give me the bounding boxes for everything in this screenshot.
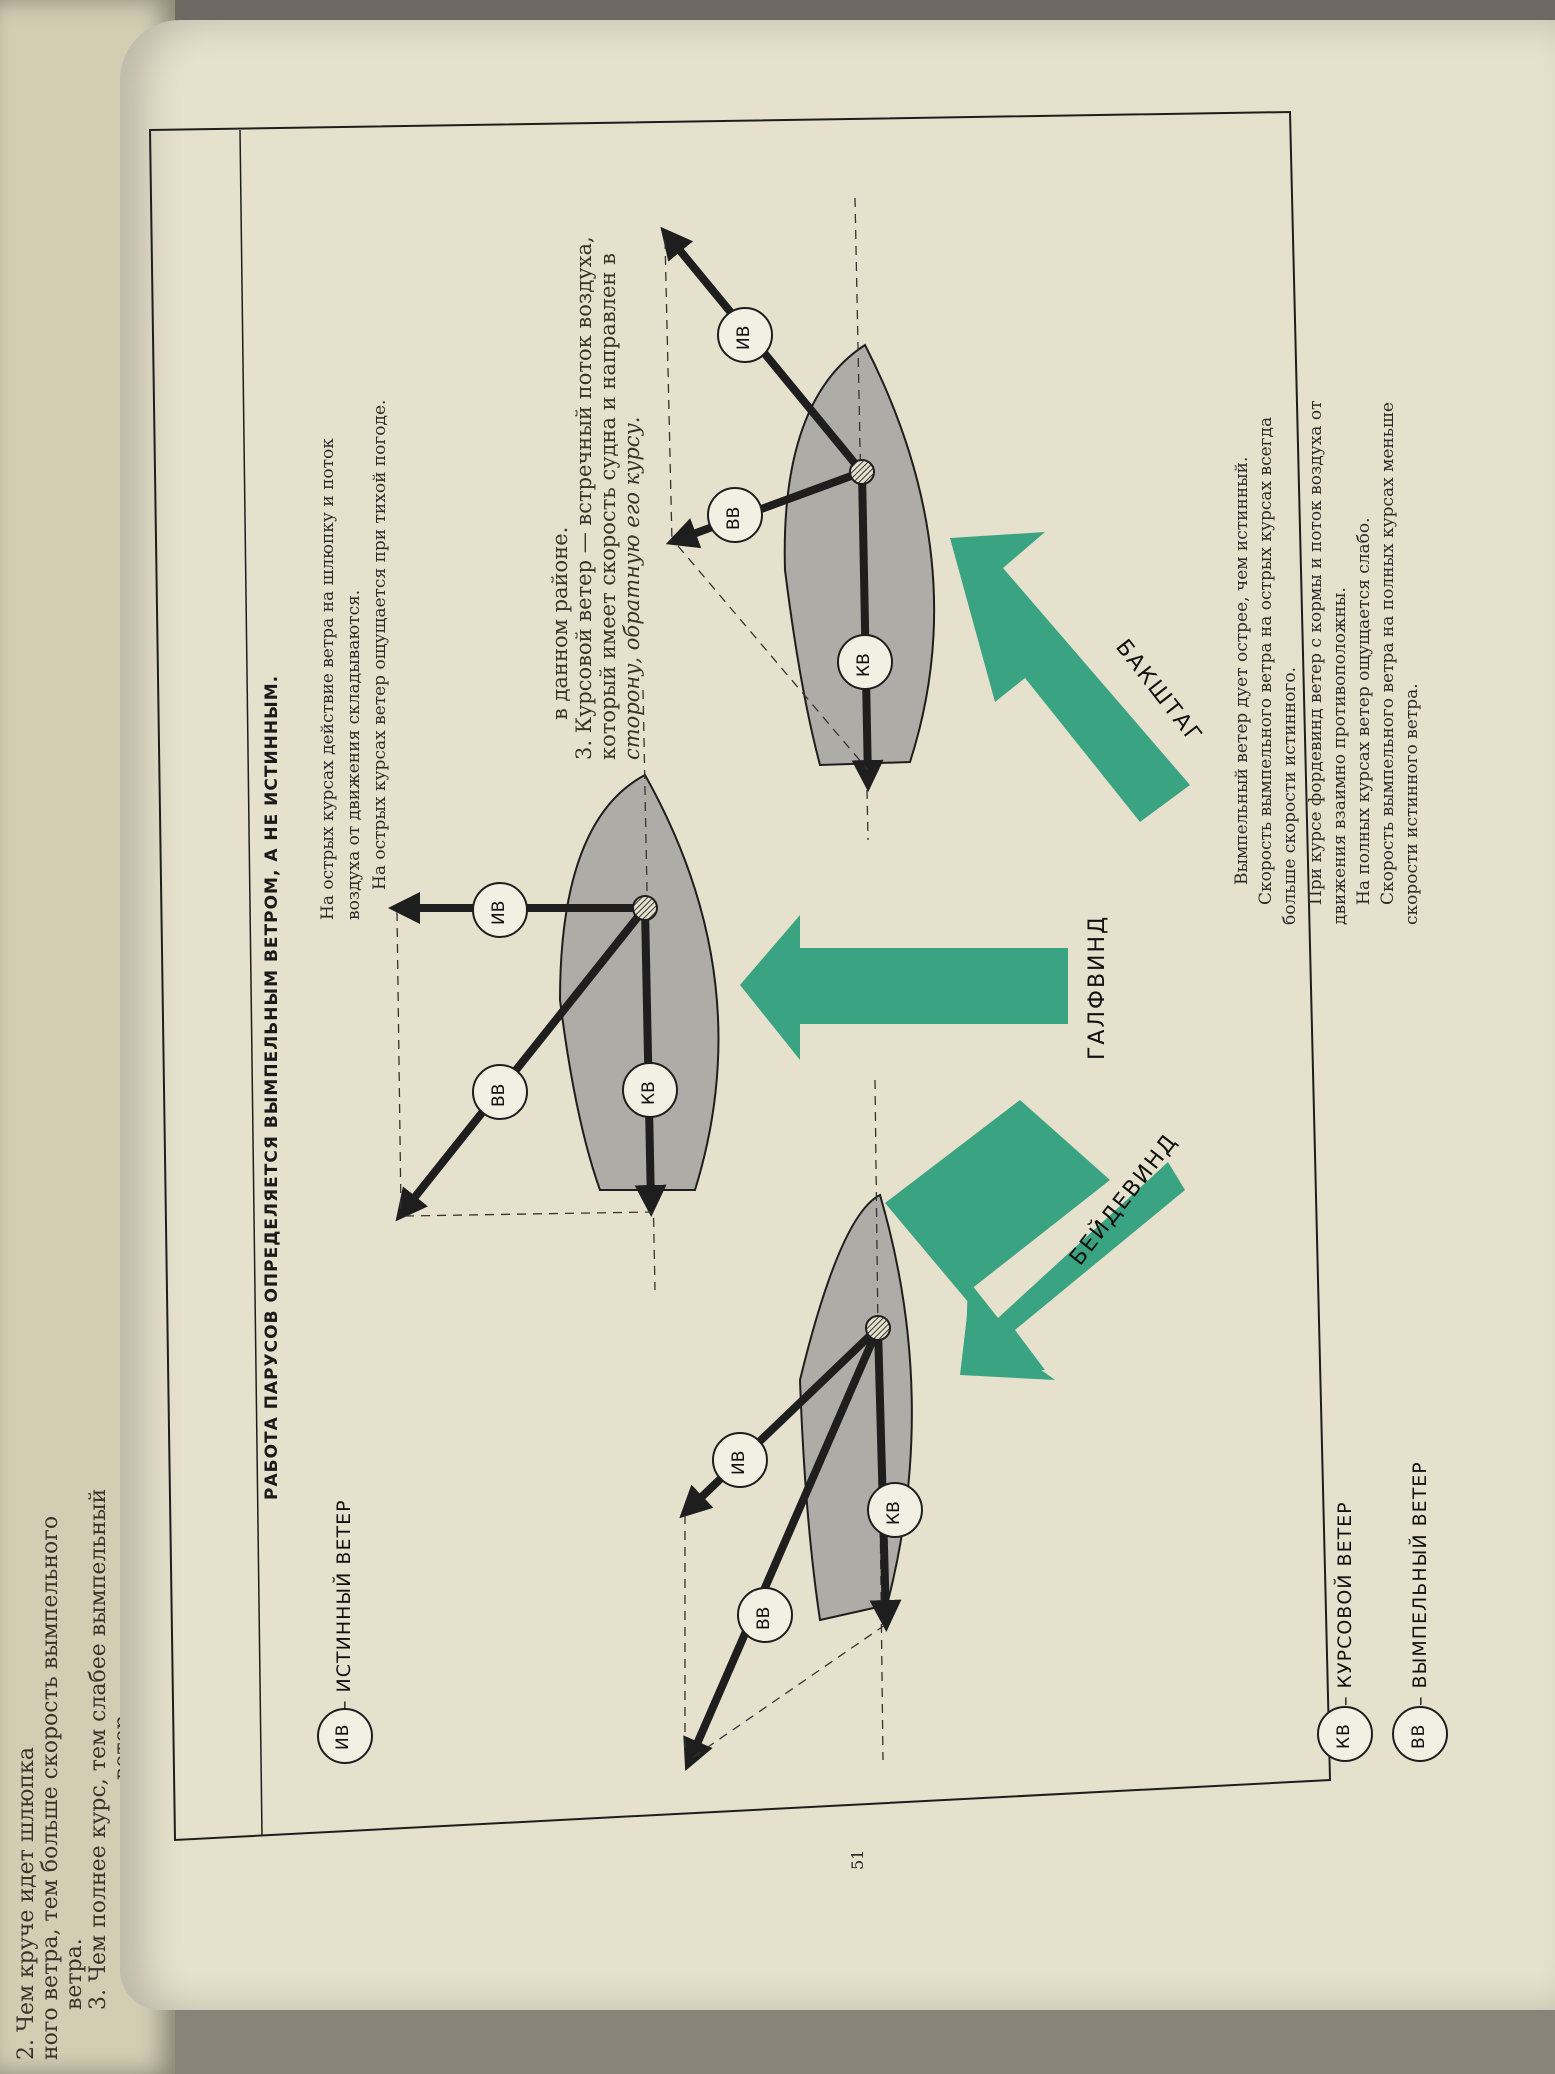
legend-text-kv: – КУРСОВОЙ ВЕТЕР <box>1334 1501 1356 1706</box>
course-label-galfwind: ГАЛФВИНД <box>1085 914 1110 1060</box>
bottom-note-line: Скорость вымпельного ветра на полных кур… <box>1378 402 1398 905</box>
kv-label: КВ <box>854 653 874 677</box>
vector-label-circles <box>317 307 1448 1764</box>
page-title: РАБОТА ПАРУСОВ ОПРЕДЕЛЯЕТСЯ ВЫМПЕЛЬНЫМ В… <box>262 674 282 1500</box>
legend-text-vv: – ВЫМПЕЛЬНЫЙ ВЕТЕР <box>1409 1461 1431 1706</box>
frame-border <box>148 110 1332 1842</box>
legend-abbr-kv: КВ <box>1334 1723 1354 1749</box>
bottom-note-line: Вымпельный ветер дует острее, чем истинн… <box>1232 456 1252 885</box>
wind-arrow-beidewind <box>885 1100 1110 1380</box>
kv-label: КВ <box>884 1501 904 1525</box>
legend-text-iv: – ИСТИННЫЙ ВЕТЕР <box>333 1499 355 1710</box>
bottom-note-line: скорости истинного ветра. <box>1402 683 1422 925</box>
bottom-note-line: больше скорости истинного. <box>1280 667 1300 925</box>
vv-label: ВВ <box>754 1606 774 1630</box>
wind-arrow-bakshtag <box>950 532 1190 822</box>
legend-abbr-iv: ИВ <box>333 1723 353 1750</box>
bottom-note-line: движения взаимно противоположны. <box>1330 587 1350 925</box>
top-note-line: На острых курсах действие ветра на шлюпк… <box>318 438 338 920</box>
iv-label: ИВ <box>734 325 754 350</box>
page-number: 51 <box>848 1849 867 1870</box>
bottom-note-line: При курсе фордевинд ветер с кормы и пото… <box>1306 400 1326 905</box>
title-divider <box>239 129 263 1837</box>
vv-label: ВВ <box>489 1083 509 1107</box>
top-note-line: На острых курсах ветер ощущается при тих… <box>370 399 390 890</box>
boat-beidewind <box>679 1079 913 1772</box>
wind-arrow-beidewind-shape <box>965 1162 1185 1372</box>
bottom-note-line: На полных курсах ветер ощущается слабо. <box>1354 517 1374 905</box>
boat-bakshtag <box>660 197 936 841</box>
legend-abbr-vv: ВВ <box>1409 1723 1429 1749</box>
top-note-line: воздуха от движения складываются. <box>344 589 364 920</box>
wind-arrow-galfwind <box>740 915 1068 1060</box>
kv-label: КВ <box>639 1081 659 1105</box>
bottom-note-line: Скорость вымпельного ветра на острых кур… <box>1256 416 1276 905</box>
boat-galfwind <box>388 689 720 1291</box>
iv-label: ИВ <box>489 900 509 925</box>
vv-label: ВВ <box>724 506 744 530</box>
iv-label: ИВ <box>729 1450 749 1475</box>
